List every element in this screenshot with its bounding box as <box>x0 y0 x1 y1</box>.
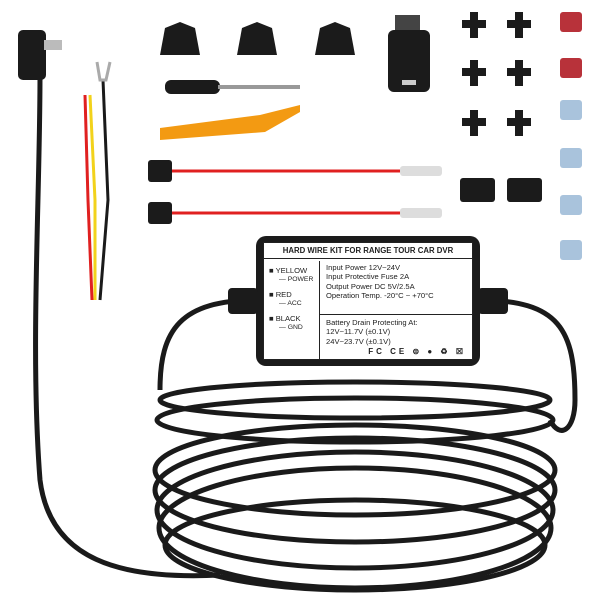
wire-function-text: ACC <box>287 300 302 308</box>
spec-line: Operation Temp. -20°C ~ +70°C <box>326 291 434 301</box>
cable-clips <box>160 22 355 55</box>
box-cable-right <box>477 297 578 433</box>
certification-marks: FC CE ⊜ ● ♻ ☒ <box>368 347 466 357</box>
battery-drain-title: Battery Drain Protecting At: <box>326 318 418 327</box>
wire-color: ■ YELLOW <box>269 266 308 275</box>
battery-drain-section: Battery Drain Protecting At: 12V~11.7V (… <box>320 314 472 357</box>
wire-function: — POWER <box>279 276 314 284</box>
fuse-set <box>460 12 582 260</box>
wire-color-text: YELLOW <box>275 266 308 275</box>
label-title: HARD WIRE KIT FOR RANGE TOUR CAR DVR <box>264 243 472 259</box>
spec-line: Output Power DC 5V/2.5A <box>326 281 415 291</box>
battery-drain-line: 24V~23.7V (±0.1V) <box>326 336 391 346</box>
wire-color: ■ BLACK <box>269 313 301 323</box>
black-wire <box>98 79 110 301</box>
wire-color-text: BLACK <box>275 313 301 323</box>
wire-color-text: RED <box>275 289 292 299</box>
spec-label: HARD WIRE KIT FOR RANGE TOUR CAR DVR ■ Y… <box>263 242 473 360</box>
spec-list: Input Power 12V~24V Input Protective Fus… <box>326 263 468 301</box>
fuse-tap-1 <box>148 160 442 182</box>
ring-terminal <box>95 61 112 82</box>
screwdriver <box>165 80 300 94</box>
usb-adapter <box>388 15 430 92</box>
spec-line: Input Protective Fuse 2A <box>326 272 410 282</box>
yellow-wire <box>88 94 97 300</box>
fuse-tap-2 <box>148 202 442 224</box>
wire-function: — ACC <box>279 300 302 308</box>
cable-coil <box>152 379 558 593</box>
wire-function-text: GND <box>287 324 303 332</box>
wire-function-text: POWER <box>287 276 314 284</box>
wire-function: — GND <box>279 324 303 332</box>
usb-cable <box>33 74 221 579</box>
mini-usb-plug <box>18 30 62 80</box>
battery-drain-line: 12V~11.7V (±0.1V) <box>326 327 391 337</box>
pry-tool <box>160 105 300 140</box>
wire-legend: ■ YELLOW — POWER ■ RED — ACC ■ BLACK — G… <box>264 261 320 359</box>
wire-color: ■ RED <box>269 289 292 299</box>
spec-line: Input Power 12V~24V <box>326 263 401 272</box>
red-wire <box>83 94 94 301</box>
